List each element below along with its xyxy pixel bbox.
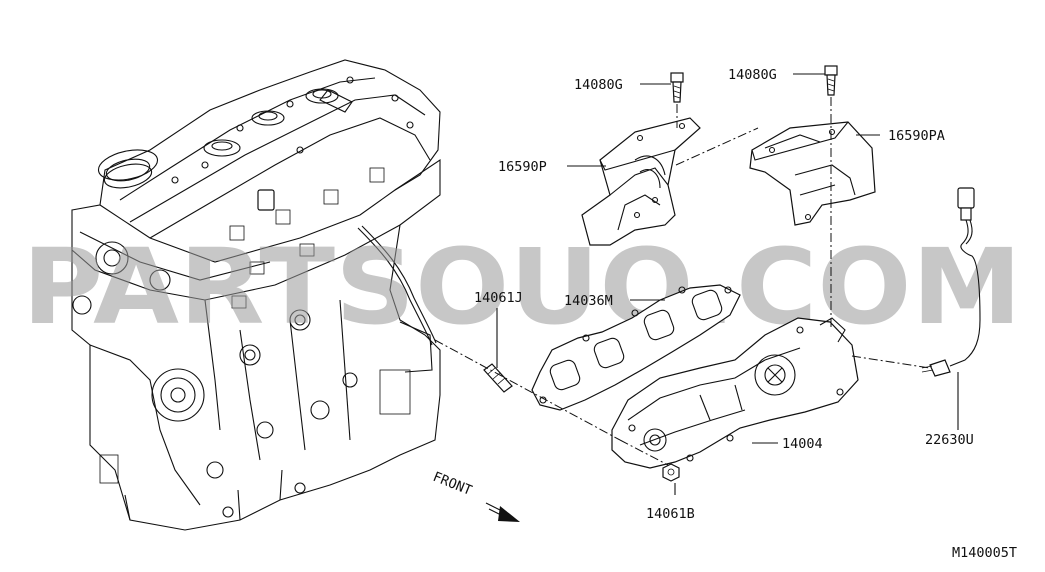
bolt-left-part (670, 72, 684, 103)
callout-manifold: 14004 (782, 436, 823, 452)
callout-heat-shield-right: 16590PA (888, 128, 945, 144)
oxygen-sensor-part (257, 189, 275, 211)
callout-bolt-right: 14080G (728, 67, 777, 83)
watermark-text: PARTSOUQ.COM (22, 226, 1022, 348)
front-label: FRONT (431, 469, 475, 499)
exhaust-manifold-part (611, 317, 859, 469)
leader-lines (434, 73, 959, 495)
callout-bolt-left: 14080G (574, 77, 623, 93)
heat-shield-left-part (581, 117, 701, 246)
front-arrow-icon (485, 502, 520, 522)
callout-nut: 14061B (646, 506, 695, 522)
stud-part (483, 363, 513, 393)
figure-code: M140005T (952, 545, 1017, 561)
callout-gasket: 14036M (564, 293, 613, 309)
nut-part (662, 463, 680, 482)
heat-shield-right-part (749, 121, 876, 226)
engine-block-drawing (71, 59, 441, 531)
callout-stud: 14061J (474, 290, 523, 306)
callout-heat-shield-left: 16590P (498, 159, 547, 175)
bolt-right-part (824, 65, 838, 96)
callout-sensor: 22630U (925, 432, 974, 448)
exhaust-gasket-part (531, 284, 741, 411)
oxygen-sensor-connector (921, 187, 981, 377)
front-direction-indicator: FRONT (431, 469, 520, 522)
